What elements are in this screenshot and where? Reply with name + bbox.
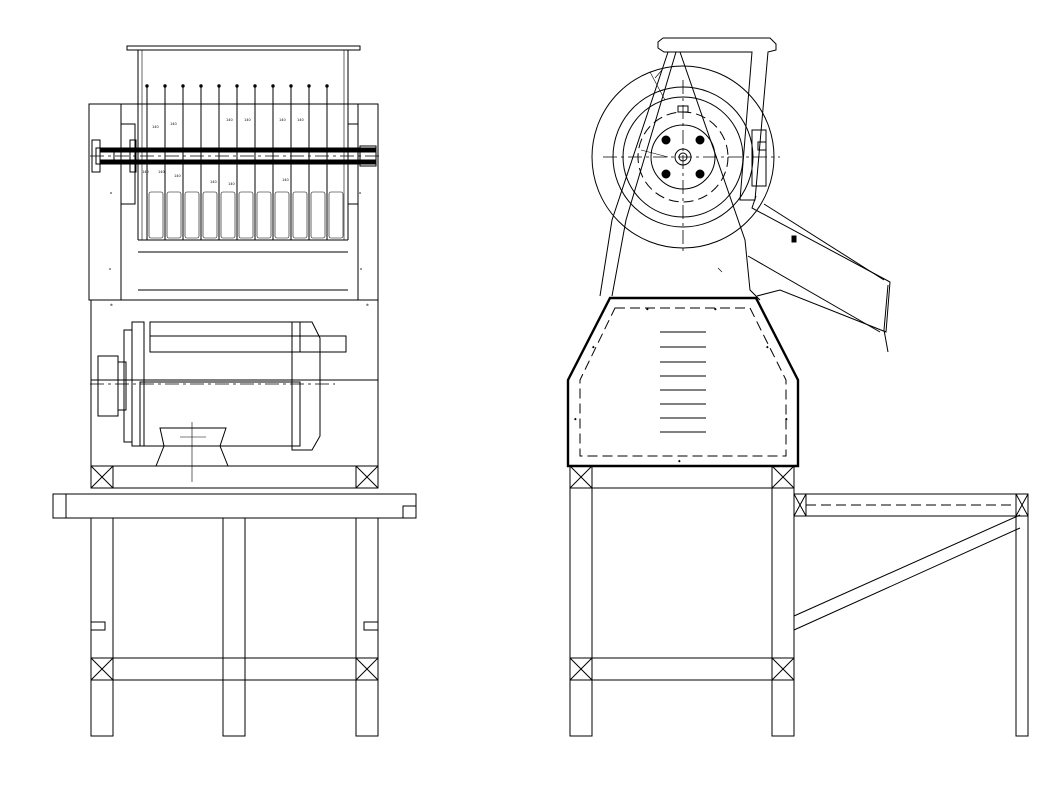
dimension-mark: 140 — [142, 170, 149, 174]
svg-text:◆: ◆ — [714, 307, 717, 311]
dimension-mark: 140 — [282, 178, 289, 182]
side-bracket — [751, 129, 767, 187]
svg-text:⊕: ⊕ — [366, 303, 369, 307]
side-support-frame — [793, 493, 1029, 737]
dimension-mark: 140 — [228, 182, 235, 186]
svg-text:◆: ◆ — [574, 417, 577, 421]
hammer-plate-6 — [238, 191, 254, 239]
hammer-plate-1 — [148, 191, 164, 239]
blade-tip-3 — [181, 84, 185, 88]
front-hopper — [126, 45, 361, 240]
side-cabinet: ◆ ◆ ◆ ◆ ◆ ◆ ◆ — [566, 296, 800, 468]
dimension-mark: 140 — [297, 118, 304, 122]
dimension-mark: 140 — [170, 122, 177, 126]
dimension-mark: 140 — [244, 118, 251, 122]
blade-tip-1 — [145, 84, 149, 88]
hammer-plate-2 — [166, 191, 182, 239]
dimension-mark: 140 — [152, 125, 159, 129]
blade-tip-8 — [271, 84, 275, 88]
blade-tip-4 — [199, 84, 203, 88]
hammer-plate-5 — [220, 191, 236, 239]
svg-text:⊕: ⊕ — [110, 303, 113, 307]
hammer-plate-3 — [184, 191, 200, 239]
side-flywheel — [591, 65, 780, 255]
dimension-mark: 140 — [279, 118, 286, 122]
blade-tip-11 — [325, 84, 329, 88]
blade-tip-6 — [235, 84, 239, 88]
hammer-plate-4 — [202, 191, 218, 239]
dimension-mark: 140 — [158, 170, 165, 174]
rotor-shaft — [90, 139, 380, 173]
blade-tip-5 — [217, 84, 221, 88]
svg-text:o: o — [110, 191, 112, 195]
front-housing: o o o o — [88, 103, 379, 301]
front-motor-box: ⊕ ⊕ — [90, 299, 379, 482]
blade-tip-2 — [163, 84, 167, 88]
hammer-plate-9 — [292, 191, 308, 239]
svg-text:◆: ◆ — [592, 345, 595, 349]
hammer-plate-11 — [328, 191, 344, 239]
dimension-mark: 140 — [174, 174, 181, 178]
hammer-plate-8 — [274, 191, 290, 239]
blade-tip-7 — [253, 84, 257, 88]
svg-text:o: o — [109, 267, 111, 271]
svg-text:◆: ◆ — [766, 345, 769, 349]
front-blades: 140 140 140 140 140 140 140 140 140 140 140 140 — [142, 84, 344, 240]
hammer-plate-10 — [310, 191, 326, 239]
front-stand — [52, 465, 417, 737]
blade-tip-10 — [307, 84, 311, 88]
svg-text:o: o — [359, 191, 361, 195]
svg-text:◆: ◆ — [785, 417, 788, 421]
dimension-mark: 140 — [226, 118, 233, 122]
blade-tip-9 — [289, 84, 293, 88]
svg-text:o: o — [360, 267, 362, 271]
side-view: ◆ ◆ ◆ ◆ ◆ ◆ ◆ — [566, 37, 1029, 737]
svg-text:◆: ◆ — [646, 307, 649, 311]
side-discharge-chute — [717, 195, 891, 353]
svg-text:◆: ◆ — [678, 459, 681, 463]
side-stand — [569, 465, 795, 737]
hammer-plate-7 — [256, 191, 272, 239]
side-hopper — [599, 37, 777, 301]
dimension-mark: 140 — [210, 180, 217, 184]
